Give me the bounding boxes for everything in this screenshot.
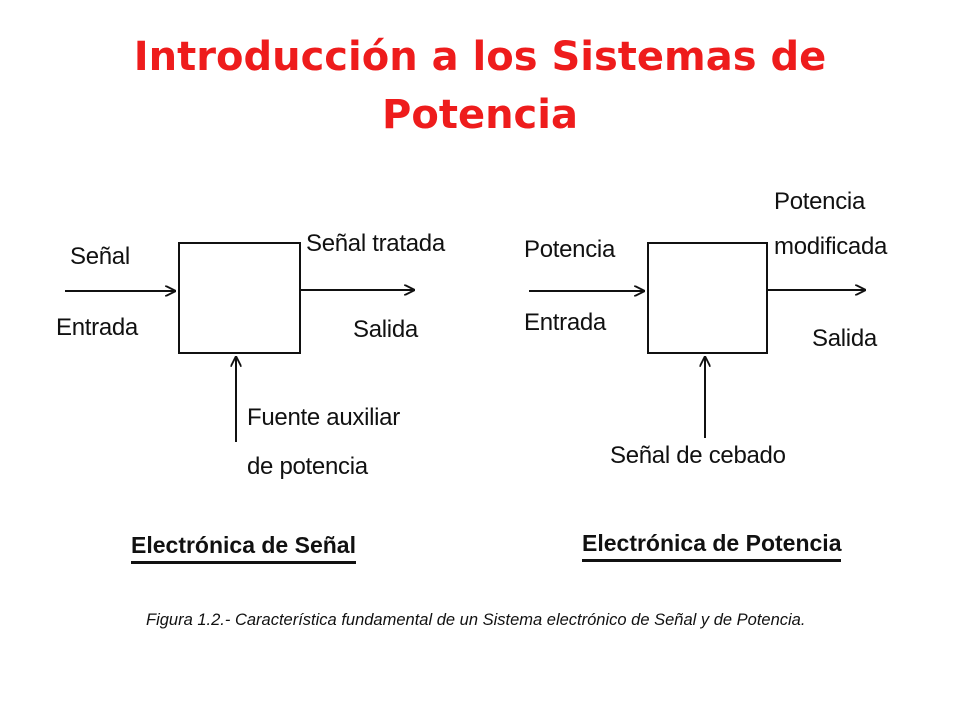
figure-caption: Figura 1.2.- Característica fundamental … bbox=[146, 611, 806, 629]
left-input-sublabel: Entrada bbox=[56, 314, 138, 341]
aux-source-sublabel: de potencia bbox=[247, 453, 368, 480]
right-output-label-line2: modificada bbox=[774, 233, 888, 260]
right-output-sublabel: Salida bbox=[812, 325, 877, 352]
slide-title-line1: Introducción a los Sistemas de bbox=[133, 34, 827, 80]
right-output-label: Potencia bbox=[774, 188, 865, 215]
left-output-sublabel: Salida bbox=[353, 316, 418, 343]
left-input-label: Señal bbox=[70, 243, 130, 270]
right-input-label: Potencia bbox=[524, 236, 615, 263]
slide-title-line2: Potencia bbox=[382, 92, 578, 138]
trigger-signal-label: Señal de cebado bbox=[610, 442, 786, 469]
aux-source-label: Fuente auxiliar bbox=[247, 404, 400, 431]
slide-title: Introducción a los Sistemas de Potencia bbox=[0, 28, 960, 144]
left-heading: Electrónica de Señal bbox=[131, 532, 356, 564]
left-output-label: Señal tratada bbox=[306, 230, 445, 257]
right-heading: Electrónica de Potencia bbox=[582, 530, 842, 562]
power-block bbox=[647, 242, 768, 354]
signal-block bbox=[178, 242, 301, 354]
right-input-sublabel: Entrada bbox=[524, 309, 606, 336]
